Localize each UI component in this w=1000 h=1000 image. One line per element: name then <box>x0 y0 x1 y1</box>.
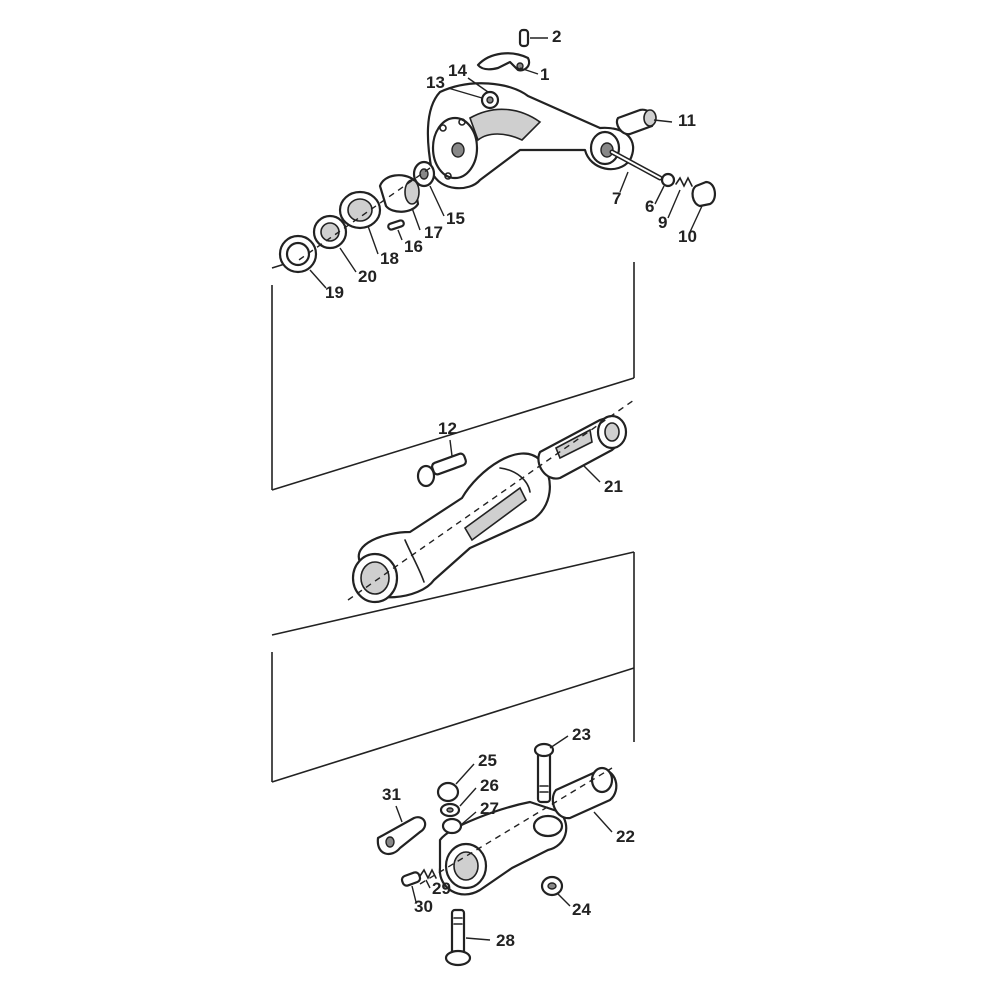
callout-label-12: 12 <box>438 419 457 438</box>
part-19-seal <box>278 234 318 274</box>
callout-label-13: 13 <box>426 73 445 92</box>
part-10-plug <box>691 180 716 208</box>
callout-label-16: 16 <box>404 237 423 256</box>
part-17-sleeve <box>378 174 420 213</box>
callout-leader-24 <box>557 893 571 907</box>
callout-leader-12 <box>449 439 453 457</box>
part-7-rod <box>609 149 663 181</box>
lower-assembly-frame <box>271 551 635 783</box>
part-12-bolt <box>416 452 468 488</box>
callout-label-31: 31 <box>382 785 401 804</box>
callout-leader-16 <box>397 229 403 241</box>
callout-leader-6 <box>654 185 665 205</box>
callout-label-11: 11 <box>678 111 696 130</box>
callout-leader-25 <box>455 763 475 785</box>
callout-leader-1 <box>519 67 539 75</box>
callout-leader-31 <box>395 805 403 823</box>
part-30-pin <box>400 871 422 887</box>
part-2-pin <box>518 28 530 48</box>
callout-label-7: 7 <box>612 189 621 208</box>
top-axis-centerline <box>295 167 431 263</box>
callout-label-14: 14 <box>448 61 467 80</box>
callout-leader-28 <box>465 937 491 941</box>
callout-label-6: 6 <box>645 197 654 216</box>
callout-label-18: 18 <box>380 249 399 268</box>
part-16-key <box>387 219 405 231</box>
callout-label-21: 21 <box>604 477 623 496</box>
callout-leader-18 <box>367 225 379 255</box>
part-31-lever <box>376 816 427 856</box>
callout-label-2: 2 <box>552 27 561 46</box>
part-29-spring <box>419 868 437 880</box>
callout-label-9: 9 <box>658 213 667 232</box>
part-6-ball <box>660 172 676 188</box>
callout-label-27: 27 <box>480 799 499 818</box>
callout-leader-21 <box>583 465 601 483</box>
callout-leader-17 <box>411 207 421 231</box>
part-13-14-nut <box>480 90 500 110</box>
middle-axis-centerline <box>347 399 635 601</box>
callout-leader-19 <box>309 269 327 289</box>
callout-leader-27 <box>461 811 477 825</box>
callout-leader-26 <box>459 787 477 807</box>
callout-leader-30 <box>411 885 417 903</box>
upper-bracket-housing <box>426 82 635 190</box>
callout-leader-22 <box>593 811 613 833</box>
callout-label-24: 24 <box>572 900 591 919</box>
part-22-sleeve <box>551 766 618 820</box>
part-24-nut <box>540 875 564 897</box>
lower-clamp-housing <box>438 800 568 896</box>
callout-leader-11 <box>653 119 673 123</box>
callout-label-17: 17 <box>424 223 443 242</box>
callout-label-25: 25 <box>478 751 497 770</box>
part-28-bolt <box>444 908 472 967</box>
callout-label-22: 22 <box>616 827 635 846</box>
callout-leader-13 <box>447 87 483 99</box>
callout-label-29: 29 <box>432 879 451 898</box>
callout-label-23: 23 <box>572 725 591 744</box>
callout-label-28: 28 <box>496 931 515 950</box>
part-9-spring <box>675 176 693 188</box>
callout-leader-10 <box>689 205 703 233</box>
part-11-fitting <box>615 108 657 136</box>
part-25-26-27-stack <box>436 781 463 835</box>
part-23-bolt <box>533 742 555 804</box>
callout-leader-14 <box>467 77 489 93</box>
callout-leader-20 <box>339 247 357 273</box>
callout-labels: 1267910111213141516171819202122232425262… <box>309 27 703 950</box>
callout-label-1: 1 <box>540 65 549 84</box>
callout-leader-15 <box>429 185 445 217</box>
part-20-bearing <box>312 214 348 250</box>
part-18-ring <box>338 190 382 230</box>
callout-label-19: 19 <box>325 283 344 302</box>
callout-label-10: 10 <box>678 227 697 246</box>
callout-leader-9 <box>667 189 681 219</box>
callout-label-15: 15 <box>446 209 465 228</box>
callout-label-30: 30 <box>414 897 433 916</box>
callout-label-20: 20 <box>358 267 377 286</box>
callout-leader-7 <box>619 171 629 193</box>
callout-leader-23 <box>549 735 569 749</box>
lower-axis-centerline <box>419 767 613 885</box>
callout-label-26: 26 <box>480 776 499 795</box>
upper-assembly-frame <box>271 262 635 491</box>
part-21-bushing <box>537 414 628 480</box>
callout-leader-29 <box>425 879 431 889</box>
